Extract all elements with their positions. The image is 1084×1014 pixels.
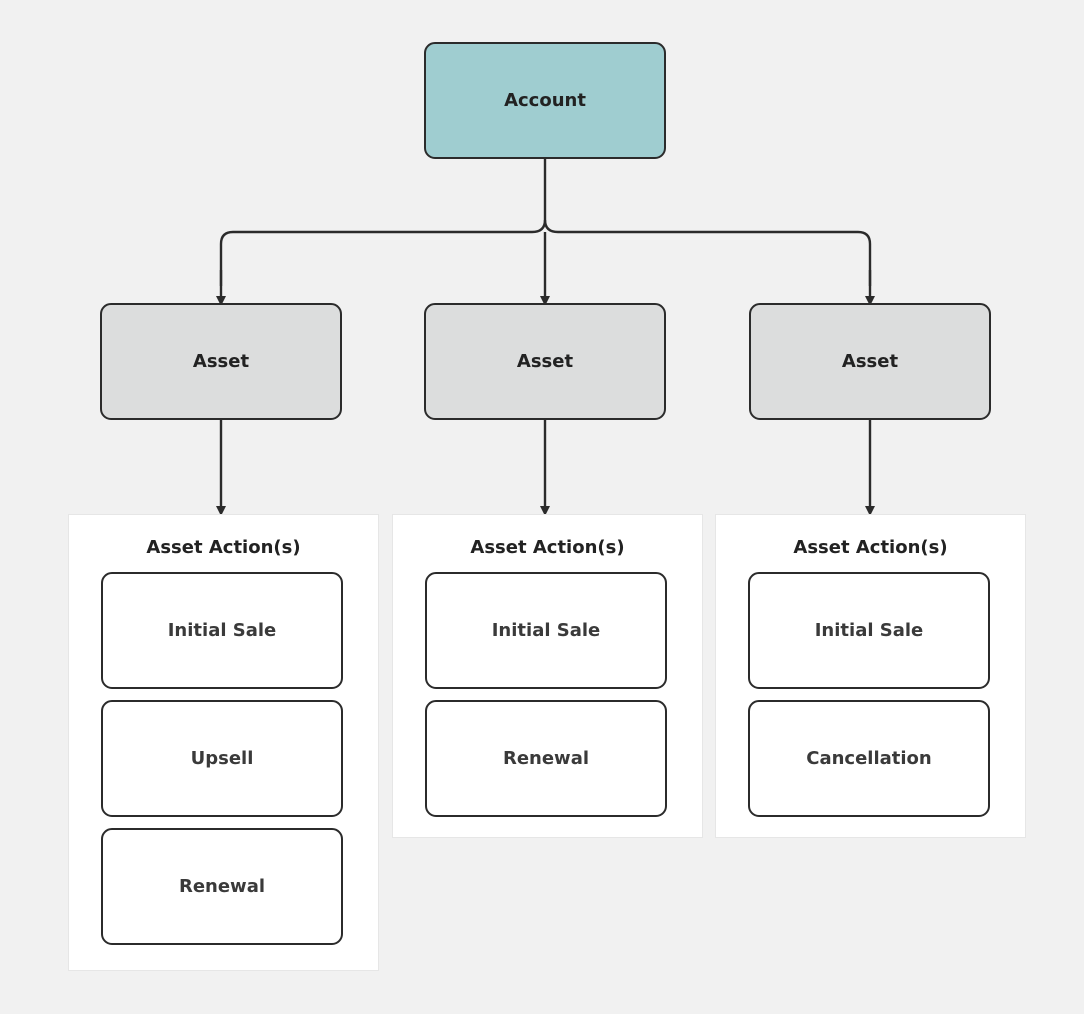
action-renewal[interactable]: Renewal: [101, 828, 343, 945]
action-cancellation[interactable]: Cancellation: [748, 700, 990, 817]
asset-actions-title: Asset Action(s): [470, 537, 625, 558]
branch-connector: [219, 219, 872, 286]
asset-actions-panel-1: Asset Action(s) Initial Sale Upsell Rene…: [68, 514, 379, 971]
asset-actions-title: Asset Action(s): [793, 537, 948, 558]
account-node[interactable]: Account: [424, 42, 666, 159]
action-label: Initial Sale: [814, 620, 924, 641]
action-label: Renewal: [502, 748, 590, 769]
asset-actions-title: Asset Action(s): [146, 537, 301, 558]
asset-actions-panel-3: Asset Action(s) Initial Sale Cancellatio…: [715, 514, 1026, 838]
action-label: Initial Sale: [167, 620, 277, 641]
action-renewal[interactable]: Renewal: [425, 700, 667, 817]
asset-node-label: Asset: [192, 351, 250, 372]
action-label: Renewal: [178, 876, 266, 897]
asset-node-1[interactable]: Asset: [100, 303, 342, 420]
action-initial-sale[interactable]: Initial Sale: [101, 572, 343, 689]
action-label: Initial Sale: [491, 620, 601, 641]
asset-node-3[interactable]: Asset: [749, 303, 991, 420]
asset-actions-panel-2: Asset Action(s) Initial Sale Renewal: [392, 514, 703, 838]
action-label: Upsell: [190, 748, 254, 769]
asset-node-label: Asset: [516, 351, 574, 372]
action-label: Cancellation: [806, 748, 932, 769]
asset-node-label: Asset: [841, 351, 899, 372]
asset-node-2[interactable]: Asset: [424, 303, 666, 420]
action-initial-sale[interactable]: Initial Sale: [425, 572, 667, 689]
action-initial-sale[interactable]: Initial Sale: [748, 572, 990, 689]
account-node-label: Account: [504, 90, 586, 111]
action-upsell[interactable]: Upsell: [101, 700, 343, 817]
